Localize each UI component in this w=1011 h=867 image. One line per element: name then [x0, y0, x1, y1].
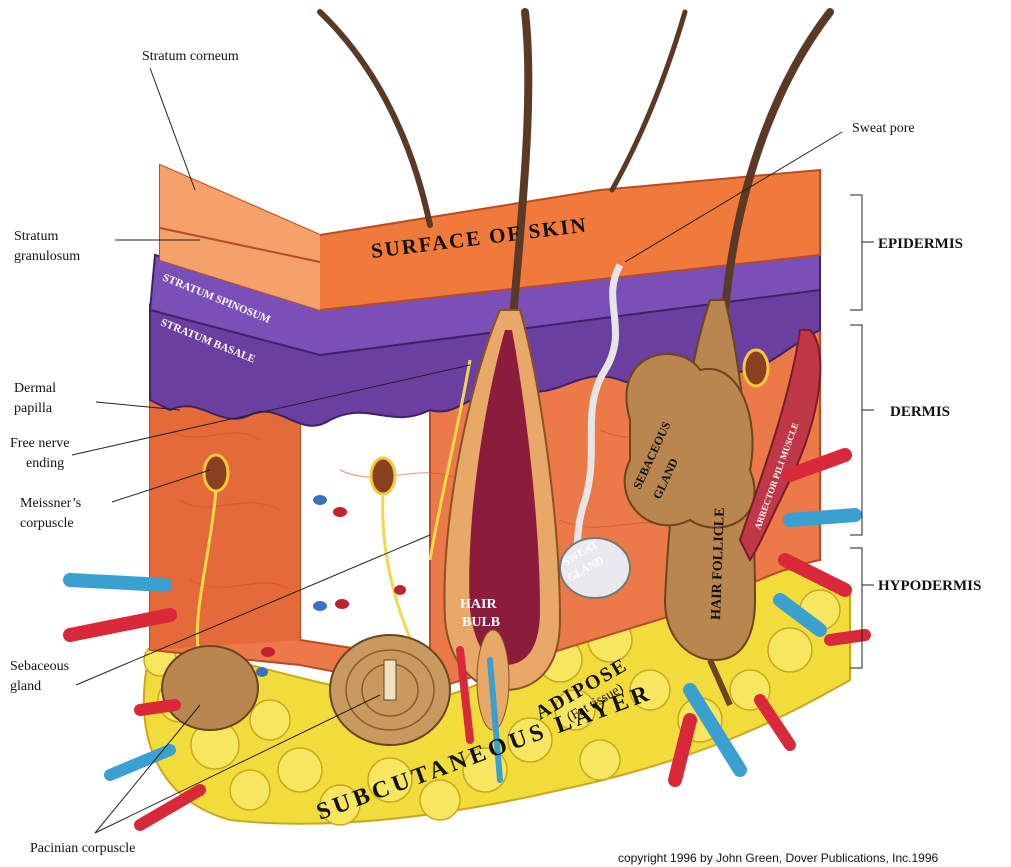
label-meissner-2: corpuscle [20, 516, 74, 531]
hair-bulb-text-2: BULB [462, 615, 500, 630]
label-free-nerve-2: ending [26, 456, 64, 471]
label-dermal-papilla-2: papilla [14, 401, 53, 416]
copyright-notice: copyright 1996 by John Green, Dover Publ… [618, 851, 939, 865]
label-pacinian-corpuscle: Pacinian corpuscle [30, 841, 135, 856]
label-hypodermis: HYPODERMIS [878, 578, 981, 594]
label-stratum-corneum: Stratum corneum [142, 49, 239, 64]
label-free-nerve-1: Free nerve [10, 436, 69, 451]
label-dermal-papilla-1: Dermal [14, 381, 56, 396]
hair-bulb-text-1: HAIR [460, 597, 497, 612]
label-epidermis: EPIDERMIS [878, 236, 963, 252]
label-dermis: DERMIS [890, 404, 950, 420]
label-meissner-1: Meissner’s [20, 496, 81, 511]
label-sebaceous-2: gland [10, 679, 41, 694]
label-stratum-granulosum-2: granulosum [14, 249, 80, 264]
label-sebaceous-1: Sebaceous [10, 659, 69, 674]
label-stratum-granulosum-1: Stratum [14, 229, 58, 244]
label-sweat-pore: Sweat pore [852, 121, 915, 136]
